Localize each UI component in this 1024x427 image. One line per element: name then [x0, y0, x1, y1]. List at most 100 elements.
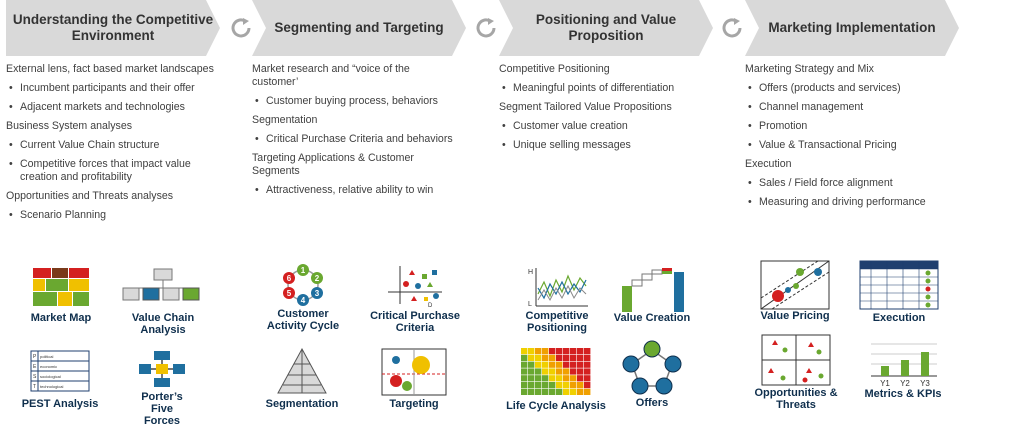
bullet-item: Value & Transactional Pricing	[745, 139, 970, 152]
pest-table-icon: P E S T political economic sociological …	[30, 350, 90, 392]
axis-h-label: H	[528, 269, 533, 276]
heatmap-cell	[577, 375, 584, 382]
metrics-label: Metrics & KPIs	[864, 388, 942, 400]
heatmap-cell	[584, 388, 591, 395]
heatmap-cell	[549, 361, 556, 368]
heatmap-cell	[577, 354, 584, 361]
bullet-item: Scenario Planning	[6, 209, 226, 222]
pest-row-sociological: sociological	[40, 374, 61, 379]
heatmap-cell	[542, 361, 549, 368]
heatmap-cell	[584, 382, 591, 389]
cycle-arrow-icon	[476, 18, 496, 38]
cycle-step-2: 2	[315, 274, 320, 283]
five-forces-icon	[139, 351, 185, 387]
heatmap-cell	[577, 382, 584, 389]
execution-label: Execution	[872, 312, 926, 324]
heatmap-cell	[556, 382, 563, 389]
value-pricing-tool: Value Pricing	[752, 260, 838, 322]
execution-status-dot	[925, 294, 931, 300]
heatmap-cell	[521, 348, 528, 355]
section-heading: Market research and “voice of the custom…	[252, 63, 410, 88]
heatmap-cell	[528, 368, 535, 375]
competitive-positioning-tool: H L Competitive Positioning	[512, 264, 602, 334]
execution-table-icon	[859, 260, 939, 310]
heatmap-cell	[549, 375, 556, 382]
heatmap-cell	[556, 388, 563, 395]
axis-d-label: D	[428, 303, 433, 308]
step-4-title: Marketing Implementation	[768, 20, 936, 35]
pest-letter-s: S	[33, 374, 37, 380]
heatmap-cell	[556, 348, 563, 355]
heatmap-cell	[549, 382, 556, 389]
cycle-arrow-icon	[231, 18, 251, 38]
bullet-item: Channel management	[745, 101, 970, 114]
heatmap-cell	[535, 354, 542, 361]
axis-l-label: L	[528, 301, 532, 308]
heatmap-cell	[535, 382, 542, 389]
targeting-matrix-icon	[381, 348, 447, 396]
heatmap-cell	[535, 348, 542, 355]
section-heading: Execution	[745, 158, 792, 170]
heatmap-cell	[549, 354, 556, 361]
life-cycle-heatmap-icon	[521, 348, 591, 395]
pest-row-political: political	[40, 354, 53, 359]
step-4-chevron: Marketing Implementation	[745, 0, 959, 56]
value-chain-icon	[122, 268, 200, 301]
porters-five-forces-tool: Porter’s Five Forces	[126, 350, 198, 427]
cpc-label: Critical Purchase Criteria	[370, 310, 460, 334]
cycle-step-1: 1	[301, 266, 306, 275]
porters-label: Porter’s Five Forces	[141, 391, 183, 427]
heatmap-cell	[570, 382, 577, 389]
heatmap-cell	[549, 368, 556, 375]
step-4-details: Marketing Strategy and MixOffers (produc…	[745, 63, 970, 215]
heatmap-cell	[563, 388, 570, 395]
pest-letter-e: E	[33, 364, 37, 370]
execution-table-header	[860, 261, 938, 269]
life-cycle-label: Life Cycle Analysis	[506, 400, 606, 412]
value-creation-label: Value Creation	[613, 312, 691, 324]
metrics-year-1: Y1	[880, 379, 890, 388]
value-pricing-map-icon	[760, 260, 830, 310]
waterfall-chart-icon	[622, 268, 684, 312]
comp-positioning-label: Competitive Positioning	[525, 310, 589, 334]
activity-cycle-label: Customer Activity Cycle	[266, 308, 340, 332]
section-heading: Competitive Positioning	[499, 63, 610, 75]
offers-tool: Offers	[616, 340, 688, 409]
heatmap-cell	[563, 348, 570, 355]
heatmap-cell	[563, 354, 570, 361]
heatmap-cell	[542, 368, 549, 375]
bullet-item: Current Value Chain structure	[6, 139, 226, 152]
heatmap-cell	[528, 354, 535, 361]
heatmap-cell	[570, 348, 577, 355]
value-creation-tool: Value Creation	[608, 264, 696, 324]
positioning-line-chart-icon: H L	[528, 268, 588, 308]
value-chain-tool: Value Chain Analysis	[118, 268, 208, 336]
scatter-axes-icon: D	[388, 266, 442, 308]
offers-network-icon	[622, 340, 682, 395]
heatmap-cell	[556, 375, 563, 382]
heatmap-cell	[535, 361, 542, 368]
execution-tool: Execution	[852, 260, 946, 324]
heatmap-cell	[542, 382, 549, 389]
heatmap-cell	[528, 348, 535, 355]
life-cycle-analysis-tool: Life Cycle Analysis	[504, 348, 608, 412]
heatmap-cell	[549, 348, 556, 355]
activity-cycle-icon: 1 2 3 4 5 6	[283, 264, 323, 306]
step-2-details: Market research and “voice of the custom…	[252, 63, 457, 203]
heatmap-cell	[577, 348, 584, 355]
pest-row-technological: technological	[40, 384, 63, 389]
heatmap-cell	[528, 382, 535, 389]
pest-letter-p: P	[33, 354, 37, 360]
section-heading: Business System analyses	[6, 120, 133, 132]
heatmap-cell	[528, 388, 535, 395]
opp-threats-label: Opportunities & Threats	[754, 387, 838, 411]
value-pricing-label: Value Pricing	[760, 310, 830, 322]
pyramid-icon	[277, 348, 327, 394]
bullet-item: Measuring and driving performance	[745, 196, 970, 209]
heatmap-cell	[521, 368, 528, 375]
heatmap-cell	[563, 375, 570, 382]
bullet-item: Attractiveness, relative ability to win	[252, 184, 457, 197]
metrics-bar-chart-icon: Y1 Y2 Y3	[871, 343, 937, 388]
section-heading: Marketing Strategy and Mix	[745, 63, 874, 75]
bullet-item: Competitive forces that impact value cre…	[6, 158, 226, 184]
